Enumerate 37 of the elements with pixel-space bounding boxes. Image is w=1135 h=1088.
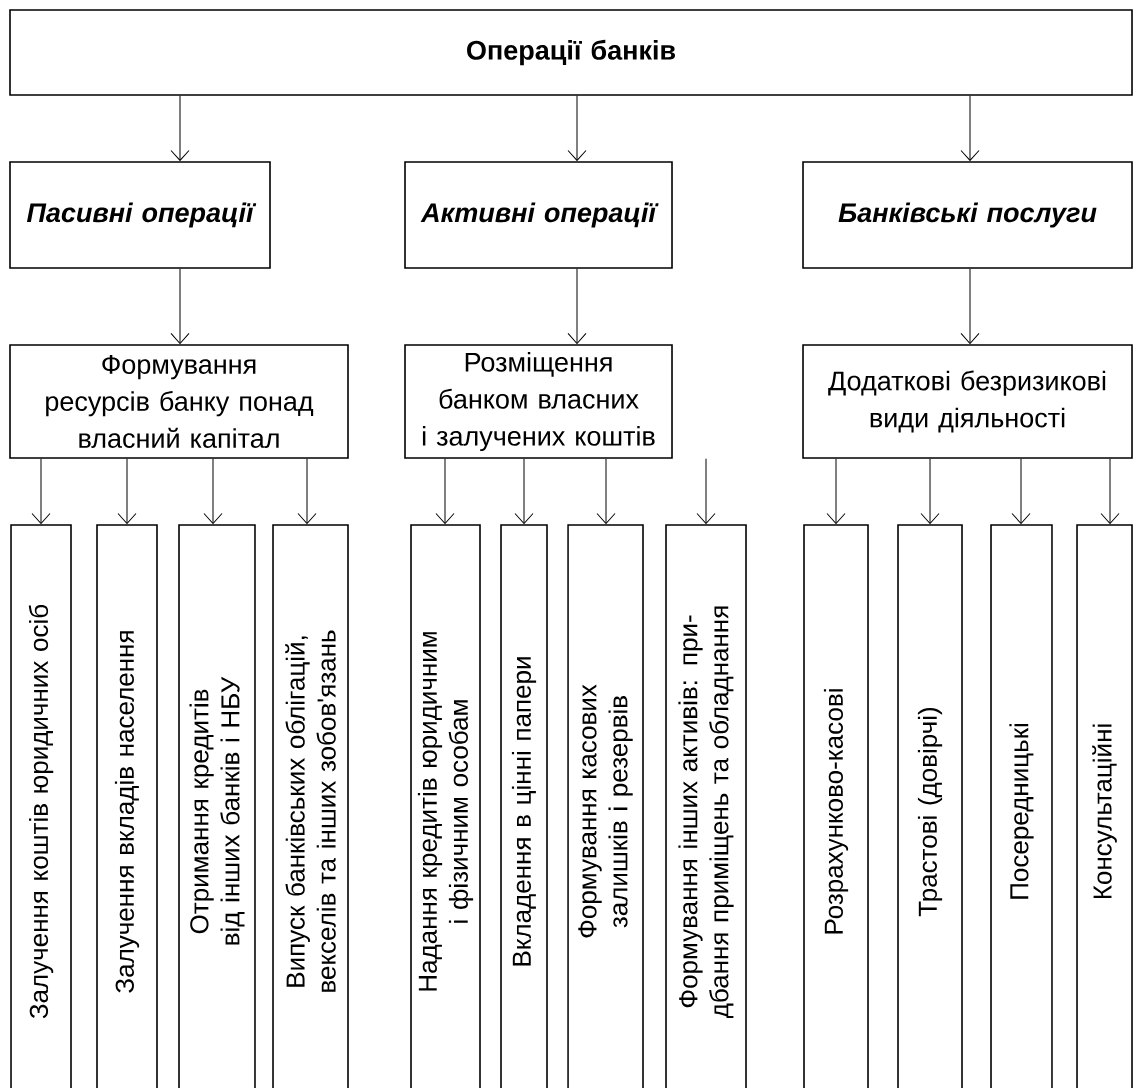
arrow [960, 95, 980, 161]
item-box: Посередницькі [990, 524, 1053, 1088]
item-box: Формування касових залишків і резервів [567, 524, 644, 1088]
arrow [170, 95, 190, 161]
item-box: Надання кредитів юридичним і фізичним особам [410, 524, 481, 1088]
arrow [297, 458, 317, 524]
arrow [1011, 458, 1031, 524]
group-box: Формування ресурсів банку понад власний капітал [9, 344, 349, 459]
arrow [596, 458, 616, 524]
item-box: Розрахунково-касові [803, 524, 869, 1088]
arrow [1100, 458, 1120, 524]
item-box: Формування інших активів: при-дбання приміщень та обладнання [665, 524, 747, 1088]
category-box: Пасивні операції [9, 161, 271, 269]
arrow [567, 95, 587, 161]
arrow [31, 458, 51, 524]
title-box: Операції банків [9, 9, 1133, 96]
arrow [435, 458, 455, 524]
arrow [920, 458, 940, 524]
arrow [203, 458, 223, 524]
arrow [826, 458, 846, 524]
item-box: Залучення коштів юридичних осіб [10, 524, 72, 1088]
item-box: Випуск банківських облігацій, векселів та інших зобов'язань [272, 524, 349, 1088]
arrow [567, 268, 587, 344]
category-box: Банківські послуги [802, 161, 1133, 269]
item-box: Консультаційні [1076, 524, 1133, 1088]
arrow [170, 268, 190, 344]
arrow [117, 458, 137, 524]
item-box: Отримання кредитів від інших банків і НБУ [178, 524, 256, 1088]
category-box: Активні операції [404, 161, 673, 269]
arrow [696, 458, 716, 524]
item-box: Залучення вкладів населення [96, 524, 158, 1088]
item-box: Трастові (довірчі) [897, 524, 963, 1088]
arrow [960, 268, 980, 344]
group-box: Розміщення банком власних і залучених коштів [404, 344, 673, 459]
group-box: Додаткові безризикові види діяльності [802, 344, 1133, 459]
item-box: Вкладення в цінні папери [500, 524, 548, 1088]
arrow [514, 458, 534, 524]
